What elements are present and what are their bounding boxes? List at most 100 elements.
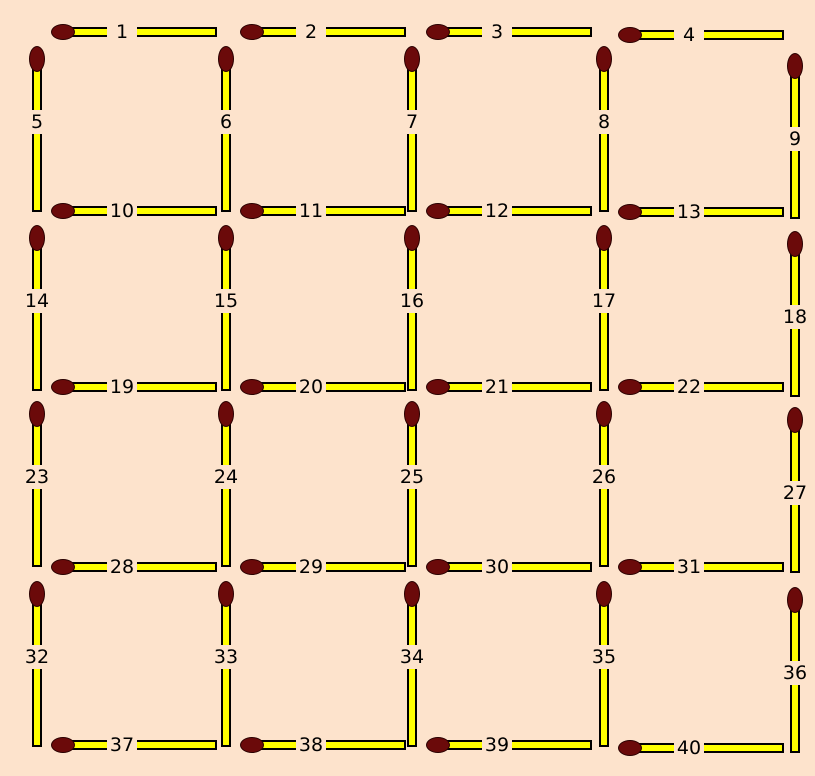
match-number: 10 (107, 200, 137, 222)
match-number: 16 (396, 289, 428, 313)
match-number: 19 (107, 376, 137, 398)
match-40[interactable]: 40 (624, 740, 784, 756)
match-16[interactable]: 16 (404, 231, 420, 391)
match-head-icon (426, 203, 450, 219)
match-21[interactable]: 21 (432, 379, 592, 395)
match-head-icon (596, 581, 612, 607)
match-stick (246, 27, 406, 37)
match-15[interactable]: 15 (218, 231, 234, 391)
match-26[interactable]: 26 (596, 407, 612, 567)
match-head-icon (787, 53, 803, 79)
match-number: 36 (779, 661, 811, 685)
match-35[interactable]: 35 (596, 587, 612, 747)
match-head-icon (618, 379, 642, 395)
match-10[interactable]: 10 (57, 203, 217, 219)
match-number: 12 (482, 200, 512, 222)
match-stick (432, 740, 592, 750)
match-number: 11 (296, 200, 326, 222)
match-6[interactable]: 6 (218, 52, 234, 212)
match-27[interactable]: 27 (787, 413, 803, 573)
match-31[interactable]: 31 (624, 559, 784, 575)
match-head-icon (218, 581, 234, 607)
match-number: 38 (296, 734, 326, 756)
match-number: 7 (396, 110, 428, 134)
match-stick (246, 382, 406, 392)
match-head-icon (618, 559, 642, 575)
match-stick (624, 743, 784, 753)
match-number: 30 (482, 556, 512, 578)
match-38[interactable]: 38 (246, 737, 406, 753)
match-head-icon (596, 46, 612, 72)
match-1[interactable]: 1 (57, 24, 217, 40)
match-30[interactable]: 30 (432, 559, 592, 575)
match-head-icon (596, 225, 612, 251)
match-head-icon (51, 737, 75, 753)
match-number: 15 (210, 289, 242, 313)
match-37[interactable]: 37 (57, 737, 217, 753)
match-number: 26 (588, 465, 620, 489)
match-7[interactable]: 7 (404, 52, 420, 212)
match-17[interactable]: 17 (596, 231, 612, 391)
match-stick (246, 740, 406, 750)
match-head-icon (404, 225, 420, 251)
match-head-icon (426, 24, 450, 40)
match-23[interactable]: 23 (29, 407, 45, 567)
match-head-icon (51, 24, 75, 40)
match-39[interactable]: 39 (432, 737, 592, 753)
match-number: 34 (396, 645, 428, 669)
match-24[interactable]: 24 (218, 407, 234, 567)
match-19[interactable]: 19 (57, 379, 217, 395)
match-head-icon (29, 46, 45, 72)
match-head-icon (426, 737, 450, 753)
match-36[interactable]: 36 (787, 593, 803, 753)
match-28[interactable]: 28 (57, 559, 217, 575)
match-33[interactable]: 33 (218, 587, 234, 747)
match-29[interactable]: 29 (246, 559, 406, 575)
match-number: 21 (482, 376, 512, 398)
match-head-icon (404, 401, 420, 427)
match-5[interactable]: 5 (29, 52, 45, 212)
match-22[interactable]: 22 (624, 379, 784, 395)
match-number: 35 (588, 645, 620, 669)
match-number: 5 (21, 110, 53, 134)
match-head-icon (29, 581, 45, 607)
match-head-icon (218, 46, 234, 72)
match-head-icon (51, 559, 75, 575)
match-3[interactable]: 3 (432, 24, 592, 40)
match-number: 13 (674, 201, 704, 223)
match-number: 40 (674, 737, 704, 759)
match-4[interactable]: 4 (624, 27, 784, 43)
match-12[interactable]: 12 (432, 203, 592, 219)
match-number: 3 (482, 21, 512, 43)
match-25[interactable]: 25 (404, 407, 420, 567)
match-stick (246, 206, 406, 216)
match-number: 31 (674, 556, 704, 578)
match-9[interactable]: 9 (787, 59, 803, 219)
match-14[interactable]: 14 (29, 231, 45, 391)
match-stick (432, 382, 592, 392)
match-13[interactable]: 13 (624, 204, 784, 220)
match-11[interactable]: 11 (246, 203, 406, 219)
match-head-icon (240, 737, 264, 753)
match-34[interactable]: 34 (404, 587, 420, 747)
match-head-icon (218, 401, 234, 427)
match-head-icon (51, 379, 75, 395)
match-18[interactable]: 18 (787, 237, 803, 397)
match-head-icon (787, 407, 803, 433)
match-stick (57, 562, 217, 572)
match-number: 39 (482, 734, 512, 756)
match-head-icon (618, 740, 642, 756)
match-number: 27 (779, 481, 811, 505)
match-number: 1 (107, 21, 137, 43)
match-2[interactable]: 2 (246, 24, 406, 40)
match-head-icon (29, 225, 45, 251)
match-number: 17 (588, 289, 620, 313)
match-head-icon (29, 401, 45, 427)
match-20[interactable]: 20 (246, 379, 406, 395)
match-number: 20 (296, 376, 326, 398)
match-32[interactable]: 32 (29, 587, 45, 747)
match-number: 33 (210, 645, 242, 669)
match-8[interactable]: 8 (596, 52, 612, 212)
match-number: 28 (107, 556, 137, 578)
